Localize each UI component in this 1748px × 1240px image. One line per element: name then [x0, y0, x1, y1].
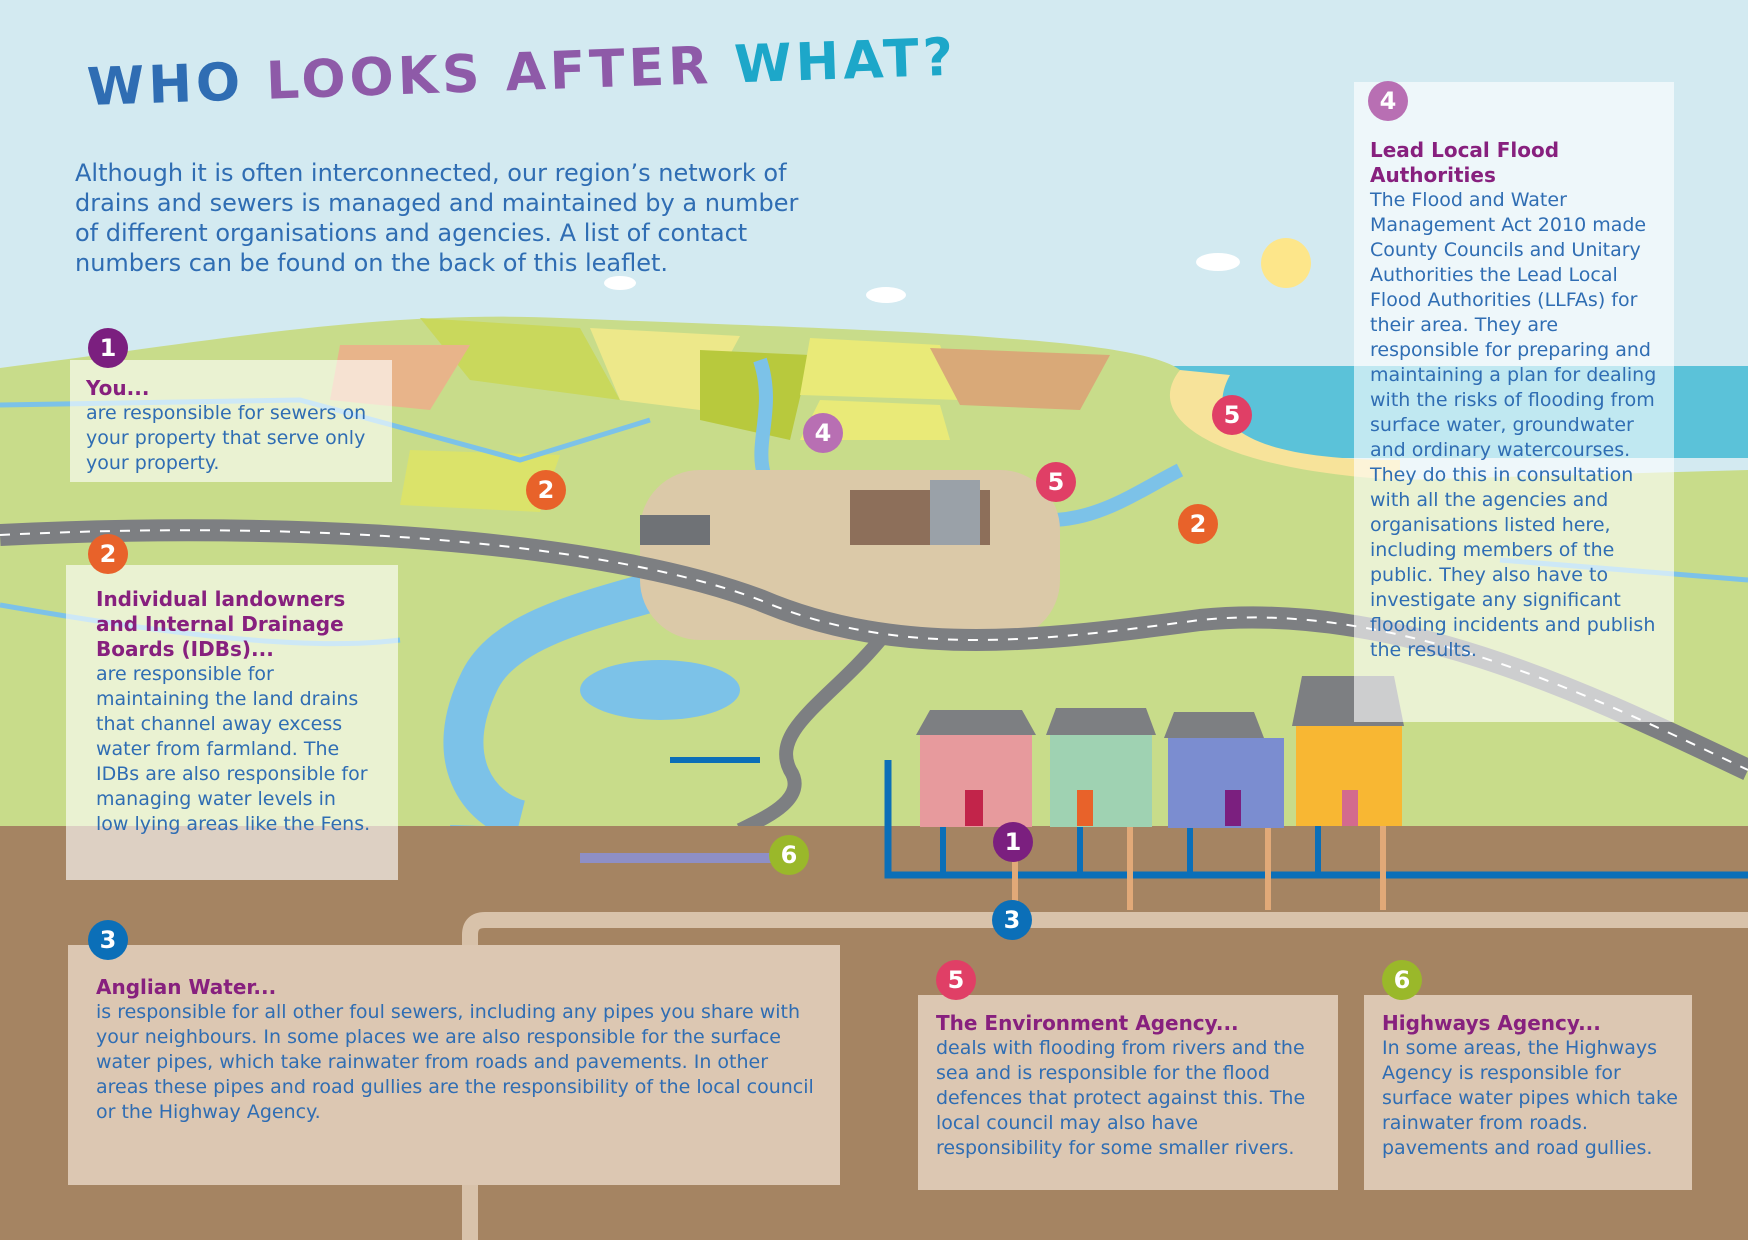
panel-environment: The Environment Agency... deals with flo… [918, 995, 1338, 1190]
cloud-icon [1196, 253, 1240, 271]
field [800, 338, 960, 400]
badge-3: 3 [88, 920, 128, 960]
badge-2: 2 [88, 534, 128, 574]
panel-landowners: Individual landowners and Internal Drain… [66, 565, 398, 880]
environment-heading: The Environment Agency... [936, 1011, 1239, 1035]
field [700, 350, 810, 440]
panel-you: You... are responsible for sewers on you… [70, 360, 392, 482]
panel-llfa: Lead Local Flood Authorities The Flood a… [1354, 82, 1674, 722]
badge-1: 1 [88, 328, 128, 368]
map-badge-6: 6 [769, 835, 809, 875]
highways-heading: Highways Agency... [1382, 1011, 1601, 1035]
title-word-after: AFTER [504, 36, 714, 104]
field [930, 348, 1110, 410]
panel-anglian: Anglian Water... is responsible for all … [68, 945, 840, 1185]
intro-text: Although it is often interconnected, our… [75, 159, 799, 277]
map-badge-2-east: 2 [1178, 504, 1218, 544]
city-block [930, 480, 980, 545]
sewer-pipe [884, 760, 1748, 879]
sun-icon [1261, 238, 1311, 288]
field [420, 318, 620, 400]
road [736, 635, 886, 837]
map-badge-3: 3 [992, 900, 1032, 940]
panel-highways: Highways Agency... In some areas, the Hi… [1364, 995, 1692, 1190]
title-word-looks: LOOKS [265, 44, 485, 112]
map-badge-1: 1 [993, 822, 1033, 862]
map-badge-5-coast: 5 [1212, 395, 1252, 435]
underground-pipe [462, 912, 1748, 1240]
motorway-lane [0, 529, 1748, 771]
title-word-what: WHAT? [733, 27, 958, 96]
you-body: are responsible for sewers on your prope… [86, 402, 367, 474]
badge-4: 4 [1368, 81, 1408, 121]
cloud-icon [866, 287, 906, 303]
environment-body: deals with flooding from rivers and the … [936, 1037, 1306, 1159]
house-green [1046, 708, 1156, 827]
map-badge-4: 4 [803, 413, 843, 453]
badge-5: 5 [936, 960, 976, 1000]
landowners-heading: Individual landowners and Internal Drain… [96, 587, 346, 661]
highways-body: In some areas, the Highways Agency is re… [1382, 1037, 1678, 1159]
anglian-heading: Anglian Water... [96, 975, 277, 999]
house-blue [1164, 712, 1284, 828]
title-word-who: WHO [86, 52, 246, 118]
cloud-icon [604, 276, 636, 290]
house-sewer-pipes [940, 826, 1321, 875]
llfa-heading: Lead Local Flood Authorities [1370, 138, 1560, 187]
lake [580, 660, 740, 720]
factory [640, 515, 710, 545]
field [400, 450, 560, 512]
llfa-body: The Flood and Water Management Act 2010 … [1370, 189, 1657, 661]
you-heading: You... [86, 376, 150, 400]
badge-6: 6 [1382, 960, 1422, 1000]
map-badge-2: 2 [526, 470, 566, 510]
map-badge-5: 5 [1036, 462, 1076, 502]
landowners-body: are responsible for maintaining the land… [96, 663, 371, 835]
anglian-body: is responsible for all other foul sewers… [96, 1001, 814, 1123]
house-pink [916, 710, 1036, 827]
